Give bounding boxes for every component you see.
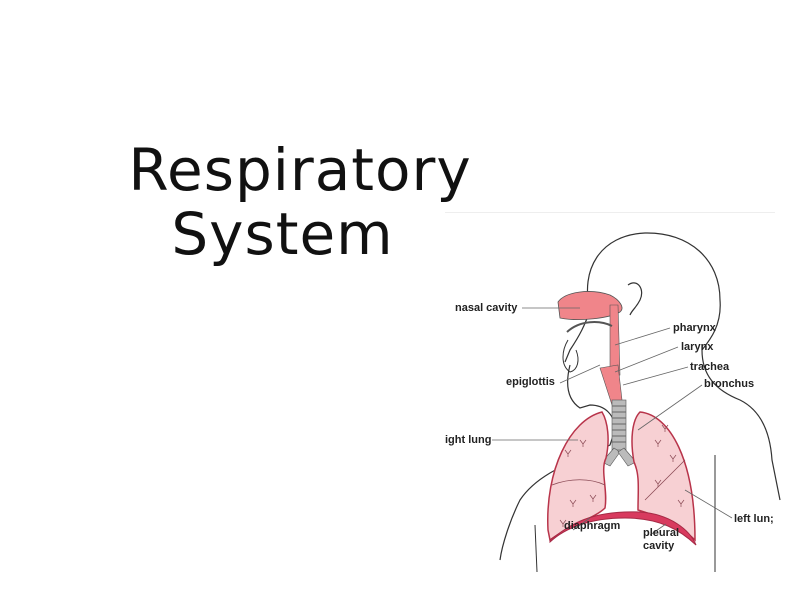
label-nasal-cavity: nasal cavity: [455, 302, 518, 314]
slide-title: Respiratory System: [95, 138, 505, 266]
label-trachea: trachea: [690, 361, 730, 373]
label-right-lung: ight lung: [445, 434, 492, 446]
label-pleural-cavity-line1: pleural: [643, 527, 680, 539]
label-pharynx: pharynx: [673, 322, 716, 334]
label-diaphragm: diaphragm: [564, 520, 621, 532]
label-pleural-cavity-line2: cavity: [643, 540, 675, 552]
title-line-1: Respiratory: [128, 136, 472, 204]
body-outline-illustration: [492, 232, 781, 573]
label-left-lung: left lun;: [734, 513, 774, 525]
title-line-2: System: [171, 200, 394, 268]
image-top-edge: [445, 212, 775, 213]
label-larynx: larynx: [681, 341, 714, 353]
label-bronchus: bronchus: [704, 378, 755, 390]
label-epiglottis: epiglottis: [506, 376, 555, 388]
respiratory-diagram: nasal cavity pharynx larynx trachea bron…: [440, 200, 800, 600]
